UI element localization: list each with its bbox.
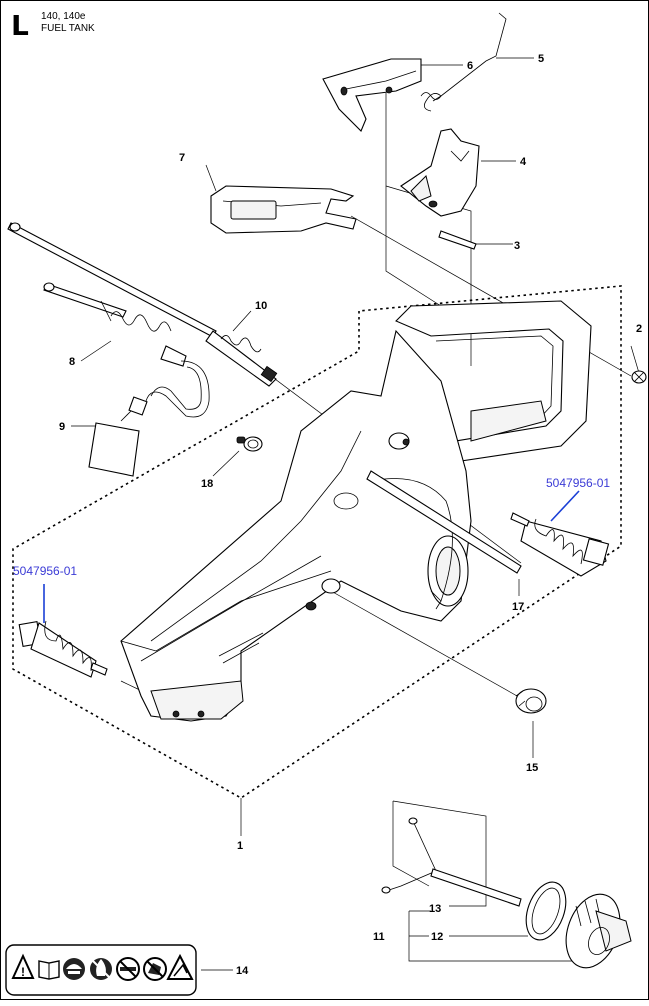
part-number-left: 5047956-01 [13, 564, 77, 578]
part-1-fuel-tank [120, 300, 592, 722]
part-11-fuel-cap [565, 893, 632, 969]
manual-book-icon [38, 960, 60, 980]
callout-18: 18 [201, 478, 213, 490]
callout-1: 1 [237, 840, 243, 852]
part-10-rod [7, 222, 278, 387]
callout-4: 4 [520, 156, 527, 168]
callout-9: 9 [59, 421, 65, 433]
callout-3: 3 [514, 240, 520, 252]
callout-6: 6 [467, 60, 473, 72]
callout-11: 11 [373, 931, 385, 943]
part-3-pin [438, 230, 477, 250]
callout-10: 10 [255, 300, 267, 312]
part-15-bushing [515, 688, 547, 714]
callout-15: 15 [526, 762, 538, 774]
part-number-right: 5047956-01 [546, 476, 610, 490]
callout-12: 12 [431, 931, 443, 943]
warning-icon: ! [11, 953, 35, 979]
part-6-handle-clip [322, 58, 422, 132]
part-8-rod [43, 282, 187, 367]
part-5-wire-spring [420, 12, 507, 112]
model-numbers: 140, 140e [41, 11, 86, 22]
part-13-strap [381, 817, 522, 907]
no-smoking-icon [116, 957, 140, 981]
kickback-icon [166, 953, 194, 980]
part-14-warning-decal: ! [5, 944, 197, 996]
part-7-lever [210, 185, 357, 234]
part-4-trigger [400, 128, 480, 217]
page-title: FUEL TANK [41, 23, 95, 34]
av-spring-right [510, 512, 610, 577]
no-one-hand-icon [143, 957, 167, 981]
helmet-icon [63, 958, 85, 980]
callout-2: 2 [636, 323, 642, 335]
part-12-seal-ring [525, 881, 567, 941]
callout-7: 7 [179, 152, 185, 164]
callout-14: 14 [236, 965, 249, 977]
section-letter: L [11, 9, 29, 42]
part-number-leader-right [550, 490, 580, 522]
callout-17: 17 [512, 601, 524, 613]
part-2-screw [631, 370, 647, 384]
part-18-bushing [236, 436, 263, 452]
callout-8: 8 [69, 356, 75, 368]
callout-5: 5 [538, 53, 544, 65]
callout-13: 13 [429, 903, 441, 915]
av-spring-left [18, 620, 108, 678]
no-flame-icon [90, 958, 112, 980]
svg-text:!: ! [21, 965, 25, 979]
part-9-fuel-filter [88, 360, 210, 477]
